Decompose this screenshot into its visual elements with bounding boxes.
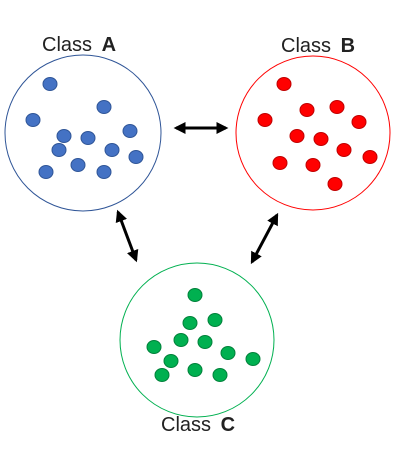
class-b-circle — [235, 55, 391, 211]
class-a-point — [56, 129, 72, 143]
class-c-label: Class C — [161, 414, 235, 436]
class-a-point — [122, 124, 138, 138]
class-a-letter: A — [102, 34, 116, 56]
class-a-point — [25, 113, 41, 127]
class-a-point — [38, 165, 54, 179]
class-b-point — [329, 100, 345, 114]
class-b-point — [257, 113, 273, 127]
class-a-label-prefix: Class — [42, 34, 92, 56]
class-b-point — [313, 132, 329, 146]
class-c-point — [212, 368, 228, 382]
class-b-point — [289, 129, 305, 143]
class-a-point — [96, 165, 112, 179]
class-c-point — [163, 354, 179, 368]
class-a-point — [70, 158, 86, 172]
class-b-point — [299, 103, 315, 117]
class-b-point — [305, 158, 321, 172]
class-c-point — [187, 288, 203, 302]
class-c-point — [220, 346, 236, 360]
class-b-point — [336, 143, 352, 157]
class-c-point — [173, 333, 189, 347]
class-c-point — [197, 335, 213, 349]
class-c-point — [154, 368, 170, 382]
class-b-group: Class B — [235, 35, 391, 211]
class-c-point — [182, 316, 198, 330]
arrow-b-c — [250, 212, 279, 265]
class-c-circle — [119, 262, 275, 418]
class-b-point — [272, 156, 288, 170]
class-a-point — [104, 143, 120, 157]
class-a-points — [25, 77, 144, 179]
class-b-point — [351, 115, 367, 129]
class-a-point — [96, 100, 112, 114]
class-b-points — [257, 77, 378, 191]
class-c-label-prefix: Class — [161, 414, 211, 436]
class-c-points — [146, 288, 261, 382]
class-a-point — [80, 131, 96, 145]
class-c-point — [245, 352, 261, 366]
class-b-point — [276, 77, 292, 91]
class-a-label: Class A — [42, 34, 116, 56]
class-c-point — [146, 340, 162, 354]
class-a-point — [42, 77, 58, 91]
class-a-point — [51, 143, 67, 157]
class-a-circle — [4, 54, 162, 212]
class-c-group: Class C — [119, 262, 275, 436]
class-b-label: Class B — [281, 35, 355, 57]
class-a-group: Class A — [4, 34, 162, 212]
class-a-point — [128, 150, 144, 164]
class-c-point — [187, 363, 203, 377]
class-b-point — [327, 177, 343, 191]
class-b-label-prefix: Class — [281, 35, 331, 57]
class-b-letter: B — [341, 35, 355, 57]
class-c-point — [207, 313, 223, 327]
arrow-a-c — [115, 209, 139, 263]
class-b-point — [362, 150, 378, 164]
class-c-letter: C — [221, 414, 235, 436]
